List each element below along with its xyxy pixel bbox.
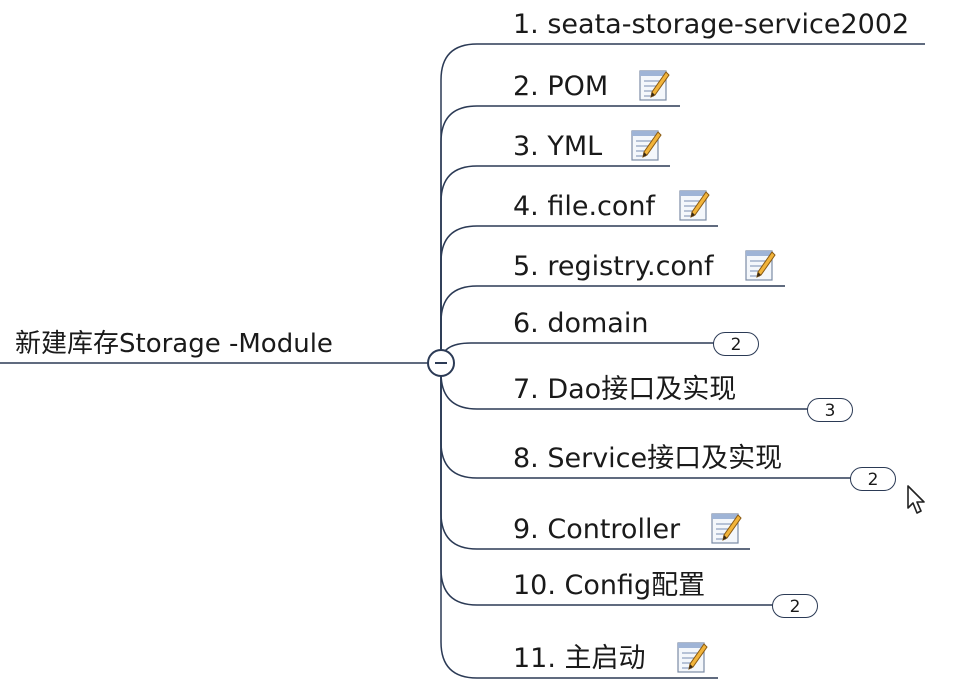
note-pencil-icon[interactable] bbox=[744, 248, 776, 282]
branch-connector bbox=[440, 43, 925, 363]
branch-connector bbox=[440, 225, 718, 363]
branch-node-1[interactable]: 1. seata-storage-service2002 bbox=[513, 9, 910, 40]
child-count-badge[interactable]: 3 bbox=[807, 398, 853, 422]
note-pencil-icon[interactable] bbox=[710, 511, 742, 545]
branch-node-3[interactable]: 3. YML bbox=[513, 131, 603, 162]
branch-node-11[interactable]: 11. 主启动 bbox=[513, 643, 646, 674]
branch-node-2[interactable]: 2. POM bbox=[513, 71, 609, 102]
child-count-badge[interactable]: 2 bbox=[713, 332, 759, 356]
root-topic[interactable]: 新建库存Storage -Module bbox=[15, 329, 333, 359]
branch-node-10[interactable]: 10. Config配置 bbox=[513, 570, 706, 601]
child-count-badge[interactable]: 2 bbox=[772, 594, 818, 618]
collapse-minus-icon[interactable] bbox=[427, 349, 455, 377]
child-count-badge[interactable]: 2 bbox=[850, 467, 896, 491]
branch-node-7[interactable]: 7. Dao接口及实现 bbox=[513, 374, 737, 405]
branch-connector bbox=[440, 363, 718, 679]
branch-connector bbox=[440, 342, 714, 364]
branch-node-6[interactable]: 6. domain bbox=[513, 308, 649, 339]
branch-node-9[interactable]: 9. Controller bbox=[513, 514, 681, 545]
branch-connector bbox=[440, 165, 670, 363]
branch-node-5[interactable]: 5. registry.conf bbox=[513, 251, 714, 282]
branch-connector bbox=[440, 105, 680, 363]
branch-connector bbox=[440, 285, 785, 363]
branch-node-8[interactable]: 8. Service接口及实现 bbox=[513, 443, 783, 474]
note-pencil-icon[interactable] bbox=[678, 188, 710, 222]
mouse-pointer-icon bbox=[907, 485, 925, 514]
note-pencil-icon[interactable] bbox=[676, 640, 708, 674]
branch-node-4[interactable]: 4. file.conf bbox=[513, 191, 656, 222]
note-pencil-icon[interactable] bbox=[638, 68, 670, 102]
note-pencil-icon[interactable] bbox=[630, 128, 662, 162]
